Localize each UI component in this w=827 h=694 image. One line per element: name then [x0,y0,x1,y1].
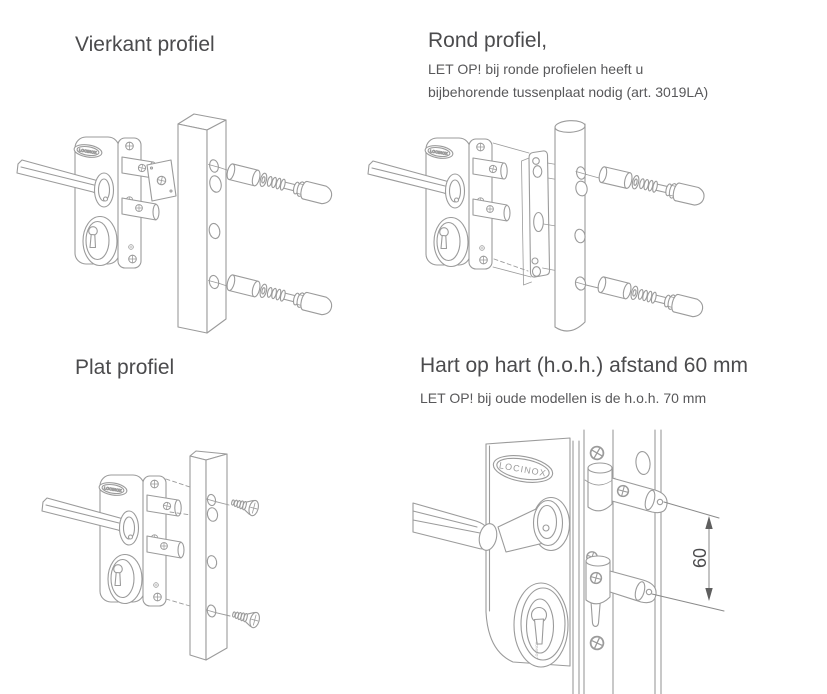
fastener-set-drawing [595,274,706,320]
hoh-title: Hart op hart (h.o.h.) afstand 60 mm [420,354,748,377]
gate-lock-drawing [42,475,184,606]
rond-note-line1: LET OP! bij ronde profielen heeft u [428,61,644,77]
hoh-note-line1: LET OP! bij oude modellen is de h.o.h. 7… [420,390,707,406]
rond-title: Rond profiel, [428,29,548,52]
top-bolt-drawing [584,462,668,514]
plat-title: Plat profiel [75,356,175,379]
fastener-set-drawing [224,272,335,318]
gate-lock-drawing [368,138,510,269]
flat-post-drawing [189,450,228,661]
fastener-set-drawing [224,161,335,207]
hoh-closeup-drawing: LOCINOX [412,429,725,694]
vierkant-illustration [17,113,335,334]
dimension-label: 60 [690,548,710,568]
screw-drawing [229,494,261,518]
fastener-set-drawing [597,164,707,208]
rond-note-line2: bijbehorende tussenplaat nodig (art. 301… [428,84,709,100]
bottom-bolt-drawing [585,555,657,605]
profile-hole [635,450,651,476]
handle-drawing [412,496,571,553]
spindle-square-cap [146,159,177,202]
lock-brand-badge-large: LOCINOX [492,455,554,483]
spacer-plate-drawing [521,150,551,286]
screw-drawing [230,606,262,630]
round-post-drawing [554,120,588,332]
vierkant-title: Vierkant profiel [75,33,215,56]
square-post-drawing [177,113,227,334]
gate-lock-drawing [17,137,159,268]
dimension-60: 60 [651,501,725,612]
euro-cylinder-drawing: LOCINOX [513,582,569,668]
plat-illustration [42,450,262,661]
rond-illustration [368,120,707,332]
cylinder-engraving: LOCINOX [535,641,539,659]
